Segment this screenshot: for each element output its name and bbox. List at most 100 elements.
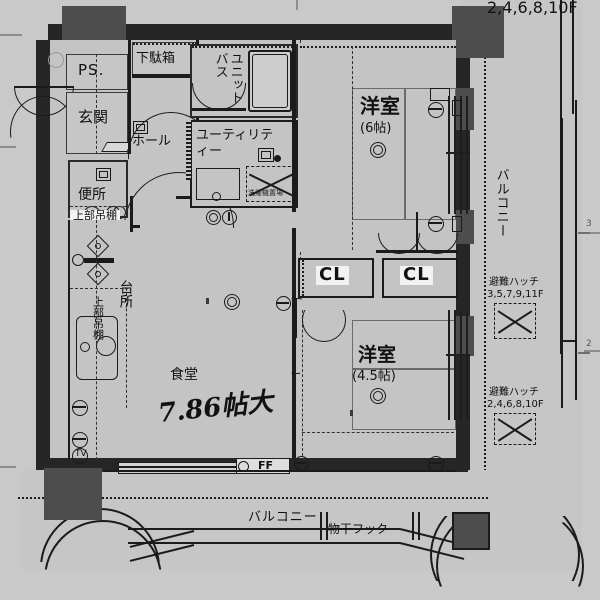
label-ff-heater: FF (258, 459, 274, 472)
bath-tub-inner (252, 54, 288, 108)
bedroom-6-tatami-divider (404, 88, 406, 220)
label-bedroom-45: 洋室 (358, 344, 397, 366)
window-vent-top-bar (428, 108, 442, 110)
label-bedroom-6-size: (6帖) (360, 121, 392, 136)
dining-ceiling-fixture-icon-inner (227, 297, 237, 307)
dining-ceiling-outlet-icon (206, 210, 221, 225)
dining-ceiling-fixture-icon (224, 294, 240, 310)
living-outlet-icon (72, 432, 88, 448)
unit-bath-top-dotted (192, 46, 296, 48)
tv-jack-icon (72, 448, 88, 464)
toilet-light-icon (96, 168, 111, 181)
bg-grid-mark-left3 (0, 466, 16, 468)
partition-dining-right-upper (292, 40, 296, 212)
utility-light-icon-inner (261, 151, 271, 159)
bedroom-6-ceiling-light-icon (370, 142, 386, 158)
balcony-bottom-inner-edge (18, 497, 488, 499)
label-hatch-even: 避難ハッチ (489, 387, 539, 398)
dining-small-mark (206, 298, 209, 304)
bedroom-6-ceiling-light-icon-inner (373, 145, 383, 155)
dining-ceiling-light-icon (222, 210, 237, 225)
room-closet-1 (298, 258, 374, 298)
escape-hatch-even (494, 413, 536, 445)
label-dining: 食堂 (170, 367, 198, 383)
label-unit-bath-a: バス (212, 52, 228, 78)
laundry-hook-left-2 (326, 512, 328, 540)
kitchen-centerline (96, 220, 97, 460)
label-hatch-odd-floors: 3,5,7,9,11F (487, 289, 544, 300)
dining-ceiling-light-bar (228, 212, 230, 221)
balcony-bottom-rail-b (128, 542, 400, 544)
living-outlet-bar (72, 438, 86, 440)
balcony-right-num-a: 3 (586, 219, 592, 229)
bedroom-6-left-dash (352, 46, 353, 250)
balcony-right-rail-vertical-a (561, 118, 563, 408)
window-vent-top-icon (428, 102, 444, 118)
label-hatch-even-floors-fix: 2,4,6,8,10F (487, 399, 544, 410)
balcony-right-num-b: 2 (586, 339, 592, 349)
window-marker-top (430, 88, 450, 101)
label-unit-bath-b: ユニット (227, 52, 243, 104)
bg-grid-mark-top (296, 0, 298, 10)
kitchen-sink-basin (96, 336, 116, 356)
bath-door-mask (192, 56, 246, 83)
bedroom-45-closet-door-mask (302, 298, 346, 310)
window-vent-mid-bar (428, 222, 442, 224)
room-dining (132, 228, 292, 458)
kitchen-outlet-bar (72, 406, 86, 408)
bg-grid-mark-left (0, 34, 22, 36)
window-vent-mid-icon (428, 216, 444, 232)
window-marker-side-b (452, 216, 462, 232)
laundry-hook-left (320, 512, 322, 540)
toilet-upper-shelf-dash (70, 206, 126, 207)
bg-grid-mark-right (584, 232, 600, 234)
room-ps (66, 54, 128, 90)
bg-grid-mark-right2 (584, 350, 600, 352)
bottom-sill-line (104, 470, 456, 472)
stove-bar (84, 258, 114, 263)
balcony-right-tick-a (578, 232, 590, 234)
tv-jack-letter: TV (75, 449, 87, 459)
dining-partition-top (130, 225, 140, 228)
sliding-door-bedroom-45[interactable] (446, 310, 470, 420)
bottom-outlet-bar (294, 462, 307, 464)
getabako-top-dotted (133, 43, 197, 45)
label-bedroom-45-size: (4.5帖) (352, 369, 396, 384)
label-utility: ユーティリティー (196, 128, 274, 160)
utility-dot-icon (274, 155, 281, 162)
bedroom-6-top-dotted (300, 46, 456, 48)
pillar-top-right (452, 6, 504, 58)
bath-door-leaf (192, 108, 246, 111)
label-upper-shelf-1: 上部吊棚 (70, 210, 120, 222)
bedroom-45-ceiling-light-icon-inner (373, 391, 383, 401)
dining-ceiling-outlet-icon-inner (209, 213, 218, 222)
dining-partition-left (130, 196, 133, 232)
label-balcony-right: バルコニー (493, 168, 509, 238)
room-getabako (132, 42, 198, 76)
genkan-centerline (96, 54, 97, 154)
kitchen-gas-cock-icon (72, 254, 84, 266)
label-balcony-bottom: バルコニー (248, 510, 318, 525)
watermark-circle-icon (48, 52, 64, 68)
sliding-door-bedroom-6[interactable] (446, 96, 470, 214)
bottom-window-rail-1 (118, 466, 286, 468)
toilet-light-icon-inner (99, 171, 108, 178)
hall-wall-left (128, 40, 131, 154)
pillar-bottom-left (44, 468, 102, 520)
label-hatch-odd: 避難ハッチ (489, 277, 539, 288)
pillar-right-mid-lower (456, 210, 474, 244)
washing-machine-label: 洗濯機置場 (248, 189, 283, 197)
label-toilet: 便所 (78, 187, 106, 203)
kitchen-outlet-icon (72, 400, 88, 416)
balcony-right-rail-cap (561, 340, 577, 342)
label-getabako: 下駄箱 (136, 51, 176, 66)
window-marker-side-a (452, 100, 462, 116)
label-ps: PS. (78, 61, 105, 79)
getabako-base (132, 74, 198, 78)
label-kitchen: 台所 (117, 280, 134, 308)
kitchen-sink (76, 316, 118, 380)
label-closet-1: CL (316, 265, 349, 285)
label-upper-shelf-2: 上部吊棚 (91, 296, 105, 340)
bg-grid-mark-left2 (0, 146, 16, 148)
